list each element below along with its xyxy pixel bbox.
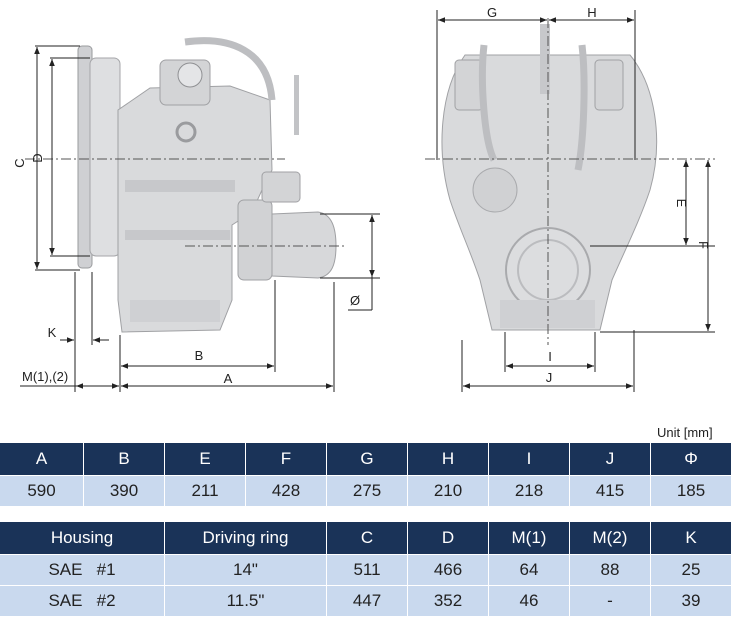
value-phi: 185 [651,475,731,506]
table-row: SAE #2 11.5" 447 352 46 - 39 [0,585,731,616]
cell-m2: 88 [570,554,651,585]
header-driving-ring: Driving ring [165,522,327,554]
value-b: 390 [84,475,165,506]
label-k: K [48,325,57,340]
label-c: C [12,158,27,167]
header-m1: M(1) [489,522,570,554]
cell-k: 39 [651,585,731,616]
header-e: E [165,443,246,475]
center-lines [25,18,715,345]
unit-label: Unit [mm] [657,425,713,440]
value-i: 218 [489,475,570,506]
dimension-table-header: A B E F G H I J Φ [0,443,731,475]
value-g: 275 [327,475,408,506]
header-a: A [0,443,84,475]
header-h: H [408,443,489,475]
label-phi: Ø [350,293,360,308]
table-row: 590 390 211 428 275 210 218 415 185 [0,475,731,506]
value-h: 210 [408,475,489,506]
header-housing: Housing [0,522,165,554]
gearbox-drawing: C D K B A M(1),(2) Ø G H E F I J [12,5,715,392]
label-j: J [546,370,553,385]
cell-c: 447 [327,585,408,616]
dimension-labels: C D K B A M(1),(2) Ø G H E F I J [12,5,711,386]
label-d: D [30,153,45,162]
header-j: J [570,443,651,475]
value-f: 428 [246,475,327,506]
label-h: H [587,5,596,20]
front-view [441,24,658,331]
header-m2: M(2) [570,522,651,554]
cell-m1: 46 [489,585,570,616]
cell-housing: SAE #2 [0,585,165,616]
side-view [77,37,337,333]
header-f: F [246,443,327,475]
housing-table: Housing Driving ring C D M(1) M(2) K SAE… [0,522,731,616]
cell-c: 511 [327,554,408,585]
dimension-lines [20,10,715,392]
header-b: B [84,443,165,475]
cell-k: 25 [651,554,731,585]
value-j: 415 [570,475,651,506]
header-k: K [651,522,731,554]
value-a: 590 [0,475,84,506]
value-e: 211 [165,475,246,506]
label-a: A [224,371,233,386]
header-i: I [489,443,570,475]
housing-table-header: Housing Driving ring C D M(1) M(2) K [0,522,731,554]
table-row: SAE #1 14" 511 466 64 88 25 [0,554,731,585]
cell-housing: SAE #1 [0,554,165,585]
label-b: B [195,348,204,363]
header-c: C [327,522,408,554]
cell-d: 466 [408,554,489,585]
label-g: G [487,5,497,20]
header-d: D [408,522,489,554]
label-i: I [548,349,552,364]
label-m: M(1),(2) [22,369,68,384]
cell-driving-ring: 14" [165,554,327,585]
label-f: F [696,241,711,249]
cell-m1: 64 [489,554,570,585]
header-phi: Φ [651,443,731,475]
header-g: G [327,443,408,475]
cell-m2: - [570,585,651,616]
dimension-table: A B E F G H I J Φ 590 390 211 428 275 21… [0,443,731,506]
cell-d: 352 [408,585,489,616]
cell-driving-ring: 11.5" [165,585,327,616]
label-e: E [674,199,689,208]
